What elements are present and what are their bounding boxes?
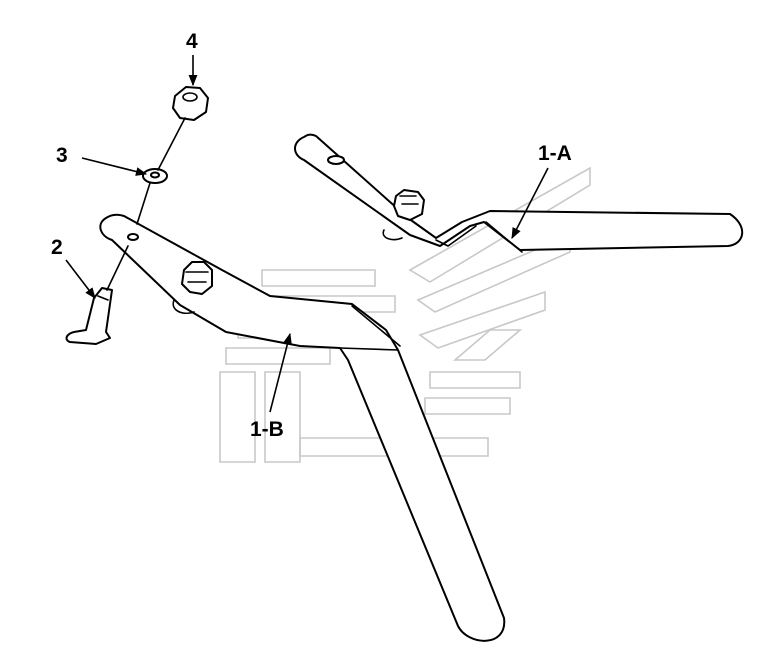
assembly-axis xyxy=(106,117,186,291)
washer-part-3 xyxy=(142,168,168,184)
bracket-1-a xyxy=(294,133,744,253)
nut-on-bracket-1-b xyxy=(181,261,213,295)
leader-1-a xyxy=(511,167,549,239)
nut-part-4 xyxy=(172,86,209,121)
callout-3: 3 xyxy=(56,144,68,167)
callout-2: 2 xyxy=(51,236,63,259)
leader-3 xyxy=(81,157,148,176)
callout-1-b: 1-B xyxy=(250,418,284,441)
bracket-1-b xyxy=(99,213,506,642)
bolt-part-2 xyxy=(65,287,113,345)
leader-1-b xyxy=(269,332,292,413)
callout-1-a: 1-A xyxy=(538,142,572,165)
nut-on-bracket-1-a xyxy=(393,189,425,221)
callout-4: 4 xyxy=(186,30,198,53)
leader-2 xyxy=(65,259,96,299)
